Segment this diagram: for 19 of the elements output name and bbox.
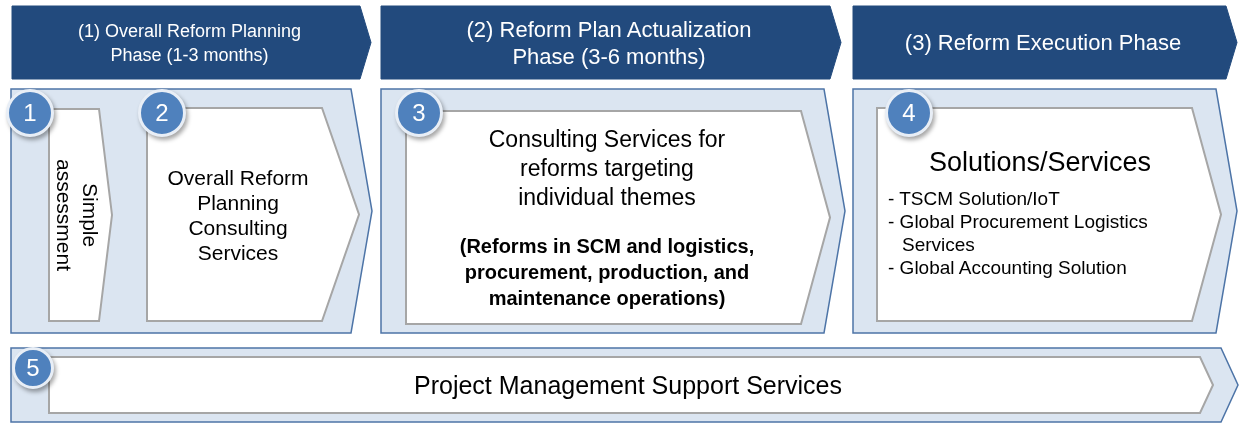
list-item: - Global Accounting Solution — [888, 256, 1128, 279]
phase-header — [11, 5, 372, 80]
service-box — [48, 356, 1214, 414]
phase-title: (3) Reform Execution Phase — [904, 29, 1182, 56]
phase-panel — [852, 88, 1238, 334]
list-item: - Global Procurement Logistics Services — [888, 210, 1149, 256]
step-label: Simple assessment — [51, 157, 103, 273]
service-text: Consulting Services for reforms targeting individual themes — [487, 124, 727, 212]
service-text: Project Management Support Services — [414, 370, 842, 400]
service-text: (Reforms in SCM and logistics, procurement, production, and maintenance operations) — [458, 233, 756, 311]
phase-title: (2) Reform Plan Actualization Phase (3-6 months) — [465, 15, 753, 70]
service-title: Solutions/Services — [927, 146, 1153, 179]
phase-panel — [10, 347, 1239, 423]
service-text: Overall Reform Planning Consulting Services — [166, 164, 310, 265]
phase-title: (1) Overall Reform Planning Phase (1-3 months) — [76, 19, 303, 67]
phase-header — [380, 5, 842, 80]
phase-panel — [380, 88, 846, 334]
phase-header — [852, 5, 1238, 80]
list-item: - TSCM Solution/IoT — [888, 187, 1061, 210]
